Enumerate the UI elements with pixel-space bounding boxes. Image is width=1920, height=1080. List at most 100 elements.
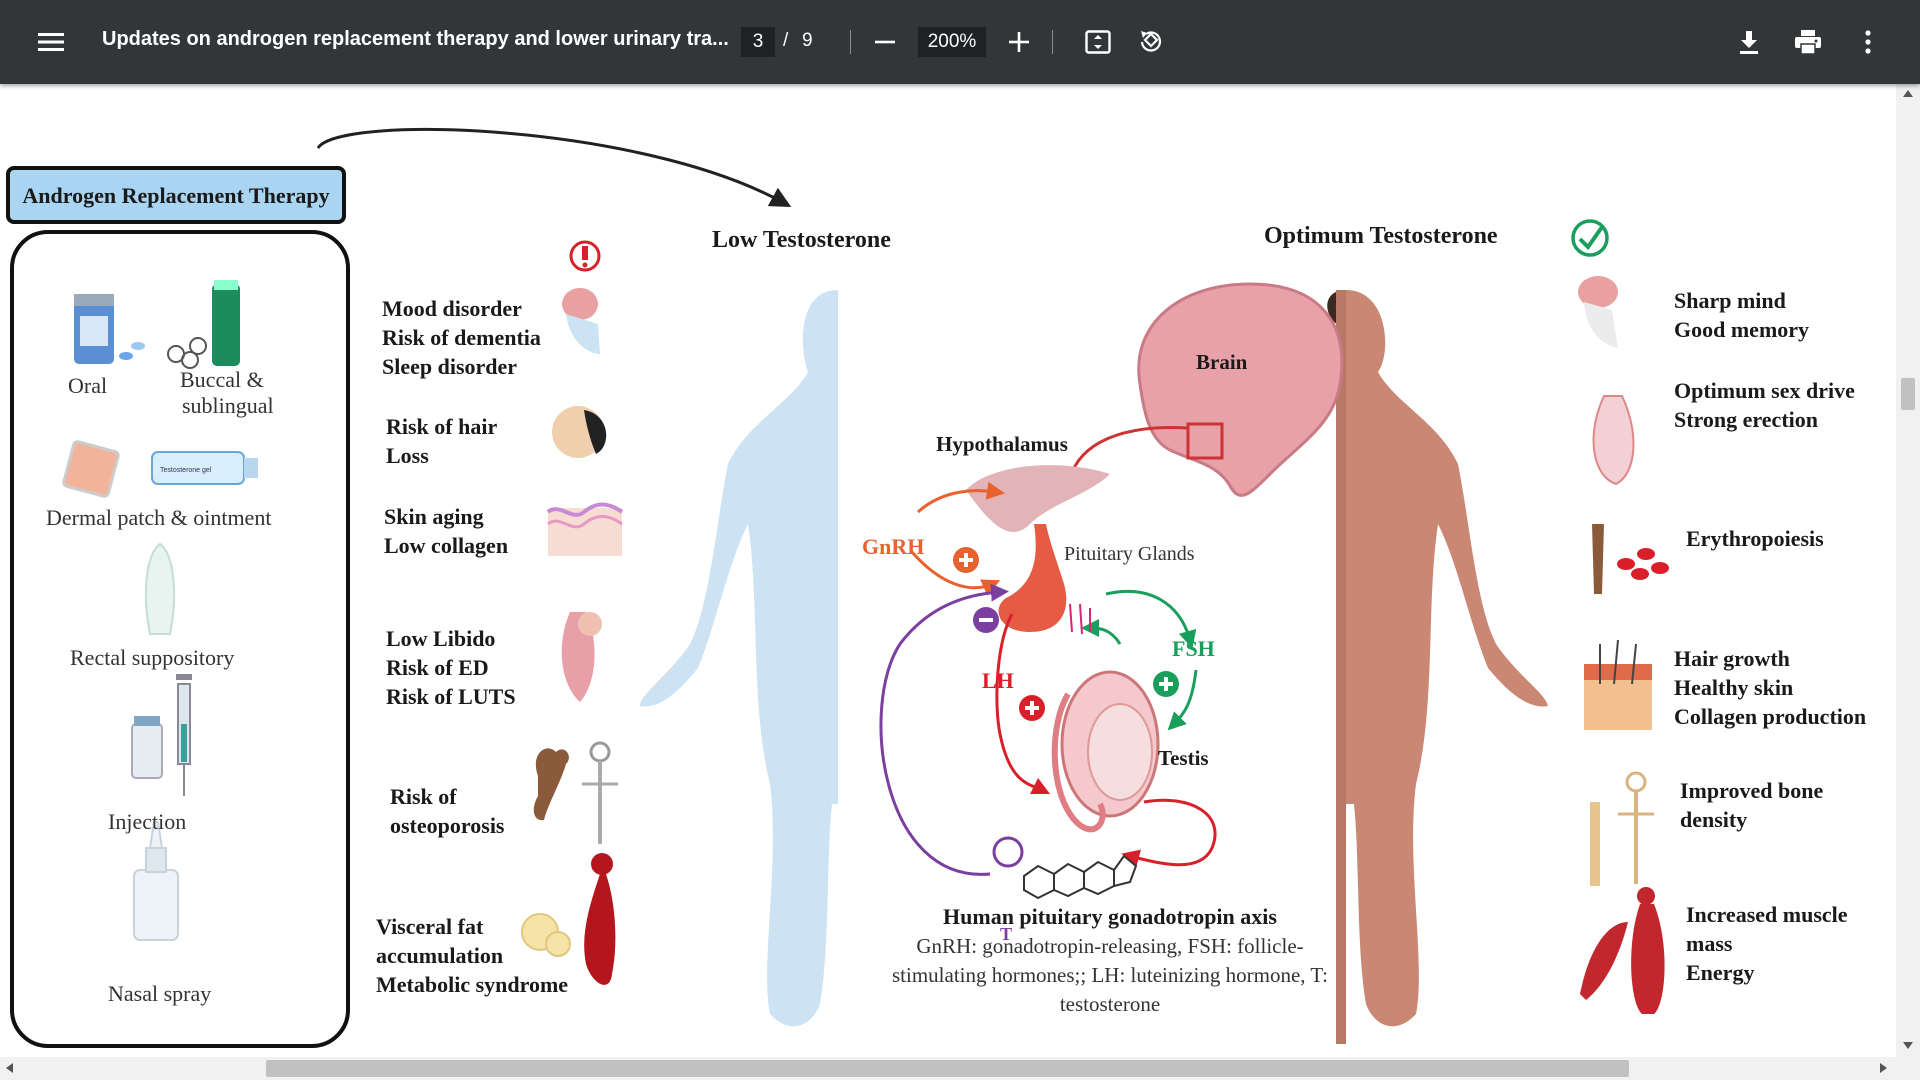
- reproductive-organ-icon: [561, 612, 602, 702]
- page-separator: /: [783, 30, 789, 51]
- buccal-illustration: [167, 280, 240, 369]
- method-buccal-2: sublingual: [182, 393, 274, 418]
- zoom-input[interactable]: 200%: [918, 27, 986, 57]
- method-oral: Oral: [68, 373, 108, 398]
- plus-icon[interactable]: [1006, 30, 1032, 54]
- warning-icon: [569, 240, 601, 272]
- method-rectal: Rectal suppository: [70, 645, 235, 670]
- pdf-page: Testosterone gel: [0, 84, 1896, 1057]
- print-icon[interactable]: [1793, 28, 1823, 56]
- page-number-input[interactable]: 3: [741, 27, 775, 57]
- hair-loss-head-icon: [552, 406, 607, 458]
- opt-effect-blood: Erythropoiesis: [1686, 526, 1824, 551]
- gnrh-plus-icon: [953, 547, 979, 573]
- caption-line-1: GnRH: gonadotropin-releasing, FSH: folli…: [916, 934, 1304, 958]
- suppository-illustration: [144, 542, 176, 635]
- pituitary-label: Pituitary Glands: [1064, 543, 1195, 565]
- skin-hair-icon: [1584, 639, 1652, 730]
- vertical-scroll-thumb[interactable]: [1901, 378, 1915, 410]
- connector-arrow: [316, 128, 792, 208]
- injection-illustration: [131, 674, 192, 796]
- scroll-down-icon[interactable]: [1903, 1042, 1913, 1049]
- art-title-box: Androgen Replacement Therapy: [6, 166, 346, 224]
- testis-illustration: [1051, 603, 1160, 833]
- method-injection: Injection: [108, 809, 187, 834]
- pituitary-illustration: [998, 524, 1067, 632]
- fsh-label: FSH: [1172, 636, 1215, 661]
- rotate-icon[interactable]: [1136, 28, 1166, 56]
- lh-plus-icon: [1019, 695, 1045, 721]
- visceral-fat-icon: [521, 853, 616, 985]
- hypothalamus-label: Hypothalamus: [936, 432, 1068, 456]
- opt-reproductive-icon: [1592, 395, 1635, 486]
- caption-title: Human pituitary gonadotropin axis: [943, 904, 1277, 929]
- erythrocyte-icon: [1592, 524, 1669, 594]
- method-nasal: Nasal spray: [108, 981, 212, 1006]
- figure-caption: Human pituitary gonadotropin axis GnRH: …: [840, 902, 1380, 1019]
- bone-skeleton-icon: [533, 741, 618, 844]
- caption-line-2: stimulating hormones;; LH: luteinizing h…: [891, 963, 1329, 987]
- horizontal-scroll-thumb[interactable]: [266, 1060, 1629, 1077]
- low-body-silhouette: [640, 290, 840, 1027]
- optimum-body-silhouette: [1346, 290, 1548, 1027]
- scroll-right-icon[interactable]: [1880, 1063, 1887, 1073]
- gnrh-arrow: [916, 481, 1005, 514]
- feedback-arrow: [879, 583, 1009, 876]
- method-buccal-1: Buccal &: [180, 367, 264, 392]
- low-brain-head-icon: [562, 288, 600, 354]
- testosterone-t-icon: [992, 836, 1024, 868]
- figure-artwork: Testosterone gel: [10, 128, 1669, 1048]
- horizontal-scrollbar[interactable]: [0, 1057, 1920, 1080]
- pdf-toolbar: Updates on androgen replacement therapy …: [0, 0, 1920, 84]
- toolbar-divider: [1052, 30, 1053, 54]
- fit-page-icon[interactable]: [1084, 29, 1112, 55]
- download-icon[interactable]: [1735, 28, 1763, 56]
- page-total: 9: [802, 30, 813, 51]
- opt-brain-head-icon: [1578, 276, 1618, 348]
- gel-tube-text: Testosterone gel: [160, 467, 212, 474]
- toolbar-divider: [850, 30, 851, 54]
- art-methods-panel: [10, 230, 350, 1048]
- lh-label: LH: [982, 668, 1014, 693]
- muscle-icon: [1580, 887, 1665, 1014]
- brain-label: Brain: [1196, 350, 1248, 374]
- nasal-spray-illustration: [133, 821, 179, 941]
- oral-bottle-illustration: [74, 294, 145, 364]
- vertical-scrollbar[interactable]: [1896, 84, 1920, 1057]
- caption-line-3: testosterone: [1059, 992, 1161, 1016]
- check-circle-icon: [1571, 219, 1609, 257]
- testis-label: Testis: [1158, 746, 1209, 770]
- fsh-plus-icon: [1153, 671, 1179, 697]
- optimum-testosterone-title: Optimum Testosterone: [1264, 223, 1498, 249]
- hypothalamus-illustration: [966, 465, 1110, 532]
- brain-illustration: [1063, 282, 1344, 497]
- method-dermal: Dermal patch & ointment: [46, 505, 272, 530]
- menu-icon[interactable]: [36, 28, 66, 56]
- fsh-arrow: [1105, 589, 1197, 649]
- more-vert-icon[interactable]: [1855, 28, 1881, 56]
- testosterone-molecule: [1023, 854, 1138, 900]
- lh-arrow: [995, 613, 1051, 795]
- minus-icon[interactable]: [872, 30, 898, 54]
- scroll-left-icon[interactable]: [6, 1063, 13, 1073]
- scroll-up-icon[interactable]: [1903, 90, 1913, 97]
- art-title: Androgen Replacement Therapy: [22, 182, 330, 208]
- skin-layer-icon: [546, 502, 624, 556]
- gnrh-label: GnRH: [862, 534, 925, 559]
- t-label: T: [1000, 924, 1013, 944]
- opt-bone-icon: [1590, 771, 1654, 886]
- dermal-patch-illustration: Testosterone gel: [62, 440, 258, 498]
- feedback-minus-icon: [973, 607, 999, 633]
- document-title: Updates on androgen replacement therapy …: [102, 28, 729, 50]
